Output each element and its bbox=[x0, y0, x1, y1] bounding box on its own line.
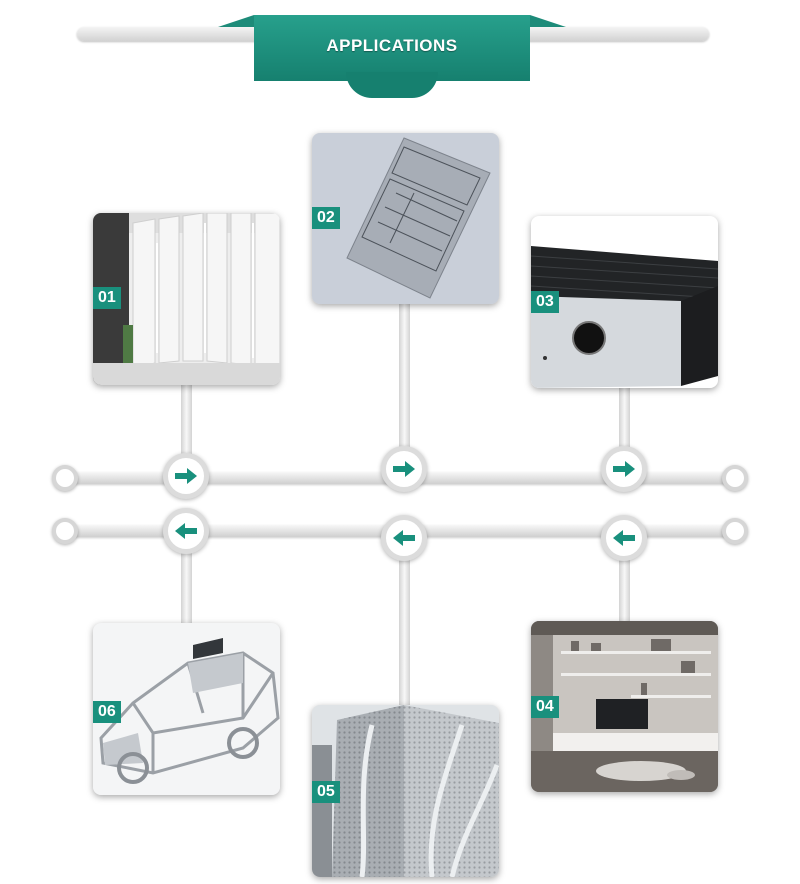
arrow-left-icon bbox=[175, 523, 197, 539]
application-card-06[interactable] bbox=[93, 623, 280, 795]
application-card-01[interactable] bbox=[93, 213, 280, 385]
timeline-node-03[interactable] bbox=[601, 446, 647, 492]
application-card-02[interactable] bbox=[312, 133, 499, 304]
arrow-right-icon bbox=[175, 468, 197, 484]
stem-06 bbox=[181, 532, 192, 624]
car-frame-image bbox=[93, 623, 280, 795]
application-card-05[interactable] bbox=[312, 705, 499, 877]
application-card-03[interactable] bbox=[531, 216, 718, 388]
building-interior-image bbox=[93, 213, 280, 385]
rail-end-cap bbox=[52, 518, 78, 544]
card-number-02: 02 bbox=[312, 207, 340, 229]
stem-04 bbox=[619, 540, 630, 622]
card-number-01: 01 bbox=[93, 287, 121, 309]
stem-05 bbox=[399, 540, 410, 706]
card-number-04: 04 bbox=[531, 696, 559, 718]
arrow-right-icon bbox=[393, 461, 415, 477]
amplifier-image bbox=[531, 216, 718, 388]
header-banner-tab bbox=[346, 72, 438, 98]
header-left-wing bbox=[218, 15, 254, 27]
nameplate-image bbox=[312, 133, 499, 304]
timeline-node-01[interactable] bbox=[163, 453, 209, 499]
rail-end-cap bbox=[722, 518, 748, 544]
rail-end-cap bbox=[722, 465, 748, 491]
timeline-node-06[interactable] bbox=[163, 508, 209, 554]
arrow-left-icon bbox=[613, 530, 635, 546]
rail-end-cap bbox=[52, 465, 78, 491]
header-right-wing bbox=[530, 15, 566, 27]
living-room-image bbox=[531, 621, 718, 792]
facade-image bbox=[312, 705, 499, 877]
page-title: APPLICATIONS bbox=[326, 36, 458, 55]
arrow-left-icon bbox=[393, 530, 415, 546]
stem-01 bbox=[181, 384, 192, 474]
card-number-03: 03 bbox=[531, 291, 559, 313]
header-banner bbox=[254, 15, 530, 81]
timeline-node-02[interactable] bbox=[381, 446, 427, 492]
arrow-right-icon bbox=[613, 461, 635, 477]
card-number-05: 05 bbox=[312, 781, 340, 803]
stem-02 bbox=[399, 304, 410, 468]
timeline-node-05[interactable] bbox=[381, 515, 427, 561]
stem-03 bbox=[619, 388, 630, 470]
card-number-06: 06 bbox=[93, 701, 121, 723]
timeline-node-04[interactable] bbox=[601, 515, 647, 561]
application-card-04[interactable] bbox=[531, 621, 718, 792]
